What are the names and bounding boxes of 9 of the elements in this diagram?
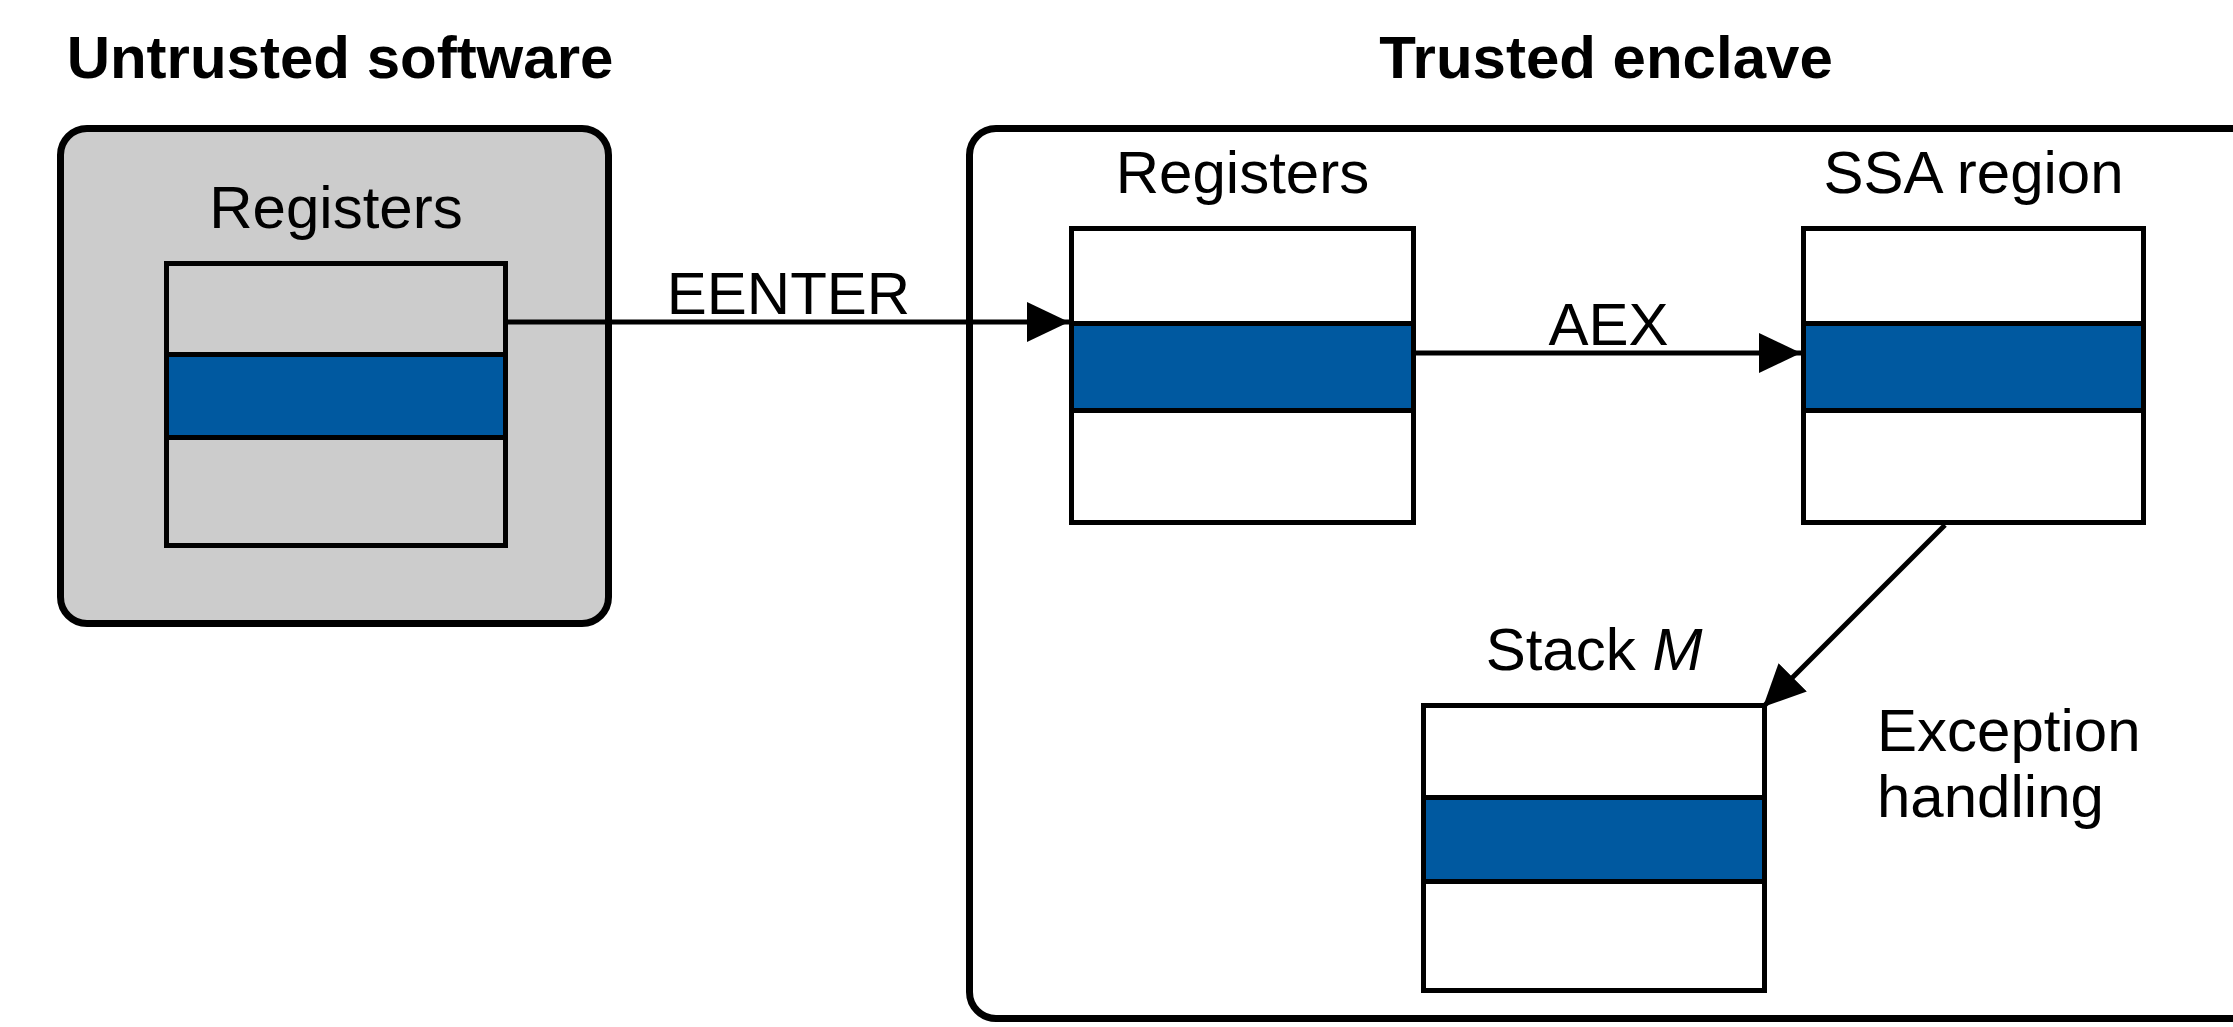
arrow: [1416, 333, 1801, 373]
arrow: [1761, 523, 1947, 709]
box-heading: Registers: [208, 173, 464, 243]
group-heading: Untrusted software: [65, 23, 615, 93]
arrow: [508, 302, 1069, 342]
box-heading: SSA region: [1822, 138, 2125, 208]
group-heading: Trusted enclave: [1378, 23, 1834, 93]
box-heading: Stack M: [1484, 615, 1704, 685]
box-heading: Registers: [1114, 138, 1371, 208]
